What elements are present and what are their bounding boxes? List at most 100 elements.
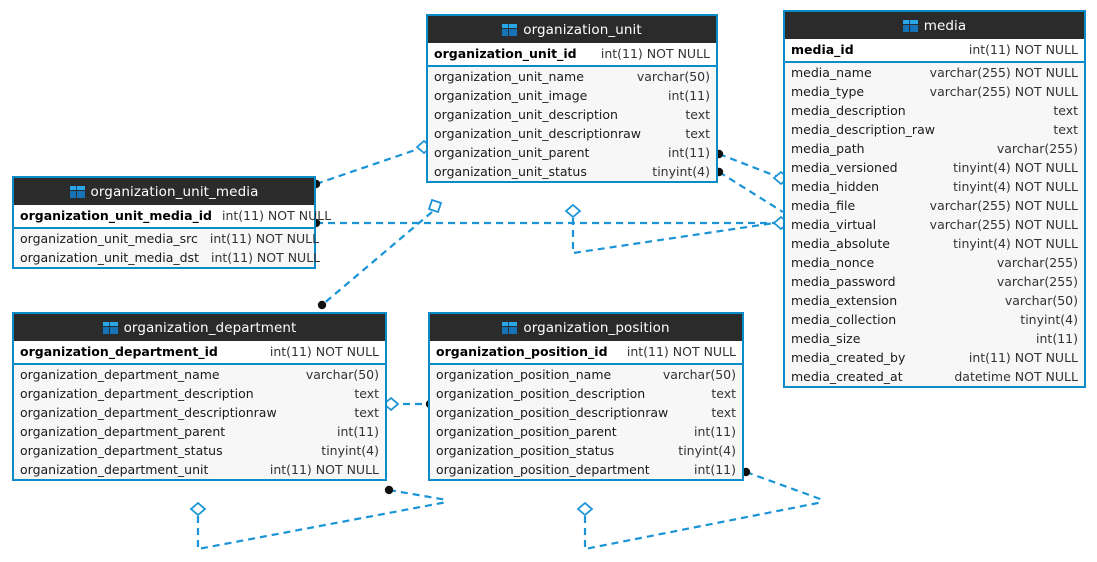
field-type: int(11) NOT NULL <box>968 350 1078 365</box>
field-type: int(11) NOT NULL <box>269 344 379 359</box>
field-name: media_created_at <box>791 369 903 384</box>
field-name: organization_position_status <box>436 443 615 458</box>
edge-endpoint-arrows <box>427 198 443 214</box>
endpoint-dot <box>384 485 394 495</box>
field-name: organization_department_descriptionraw <box>20 405 277 420</box>
primary-key-row[interactable]: organization_department_id int(11) NOT N… <box>14 341 385 365</box>
field-row[interactable]: media_nonce varchar(255) <box>785 253 1084 272</box>
field-row[interactable]: organization_department_parent int(11) <box>14 422 385 441</box>
field-type: tinyint(4) <box>652 164 710 179</box>
field-type: int(11) <box>668 145 710 160</box>
field-type: varchar(50) <box>305 367 379 382</box>
field-type: text <box>1053 103 1078 118</box>
edge-op-status <box>745 470 824 502</box>
field-type: int(11) <box>1036 331 1078 346</box>
field-type: int(11) NOT NULL <box>600 46 710 61</box>
field-row[interactable]: organization_unit_image int(11) <box>428 86 716 105</box>
edge-op-bottom <box>583 500 824 551</box>
table-title: organization_unit <box>523 21 642 38</box>
primary-key-row[interactable]: media_id int(11) NOT NULL <box>785 39 1084 63</box>
primary-key-row[interactable]: organization_unit_media_id int(11) NOT N… <box>14 205 331 229</box>
field-type: tinyint(4) NOT NULL <box>953 236 1078 251</box>
edge-od-unit-bottom <box>196 500 448 551</box>
edge-ou-center-to-media <box>571 218 782 255</box>
field-type: varchar(255) <box>996 255 1078 270</box>
field-type: datetime NOT NULL <box>954 369 1078 384</box>
field-row[interactable]: media_created_at datetime NOT NULL <box>785 367 1084 386</box>
field-row[interactable]: organization_position_description text <box>430 384 742 403</box>
field-name: media_size <box>791 331 861 346</box>
field-row[interactable]: media_size int(11) <box>785 329 1084 348</box>
field-type: int(11) <box>668 88 710 103</box>
field-type: int(11) NOT NULL <box>968 42 1078 57</box>
table-organization_unit[interactable]: organization_unit organization_unit_id i… <box>426 14 718 183</box>
field-type: tinyint(4) <box>1020 312 1078 327</box>
field-name: organization_unit_name <box>434 69 584 84</box>
field-type: text <box>711 386 736 401</box>
field-name: organization_position_id <box>436 344 608 359</box>
field-type: int(11) <box>337 424 379 439</box>
table-organization_unit_media[interactable]: organization_unit_media organization_uni… <box>12 176 331 269</box>
endpoint-dot <box>317 300 327 310</box>
table-header: organization_department <box>14 314 385 341</box>
field-type: text <box>685 107 710 122</box>
field-type: varchar(255) NOT NULL <box>929 217 1078 232</box>
field-name: organization_unit_image <box>434 88 588 103</box>
field-name: media_password <box>791 274 896 289</box>
field-name: organization_department_parent <box>20 424 226 439</box>
primary-key-row[interactable]: organization_unit_id int(11) NOT NULL <box>428 43 716 67</box>
field-name: organization_department_id <box>20 344 218 359</box>
table-icon <box>502 321 518 334</box>
field-name: organization_position_description <box>436 386 646 401</box>
field-type: varchar(255) NOT NULL <box>929 65 1078 80</box>
field-name: organization_department_unit <box>20 462 209 477</box>
field-name: organization_unit_media_id <box>20 208 212 223</box>
table-organization_department[interactable]: organization_department organization_dep… <box>12 312 387 481</box>
table-media[interactable]: media media_id int(11) NOT NULL media_na… <box>783 10 1086 388</box>
table-organization_position[interactable]: organization_position organization_posit… <box>428 312 744 481</box>
edge-ou-parent-to-media <box>718 171 784 213</box>
field-name: organization_unit_id <box>434 46 577 61</box>
field-name: media_nonce <box>791 255 875 270</box>
field-type: int(11) NOT NULL <box>222 208 332 223</box>
field-type: varchar(255) NOT NULL <box>929 84 1078 99</box>
primary-key-row[interactable]: organization_position_id int(11) NOT NUL… <box>430 341 742 365</box>
table-header: organization_position <box>430 314 742 341</box>
table-header: organization_unit_media <box>14 178 314 205</box>
field-type: varchar(50) <box>1004 293 1078 308</box>
